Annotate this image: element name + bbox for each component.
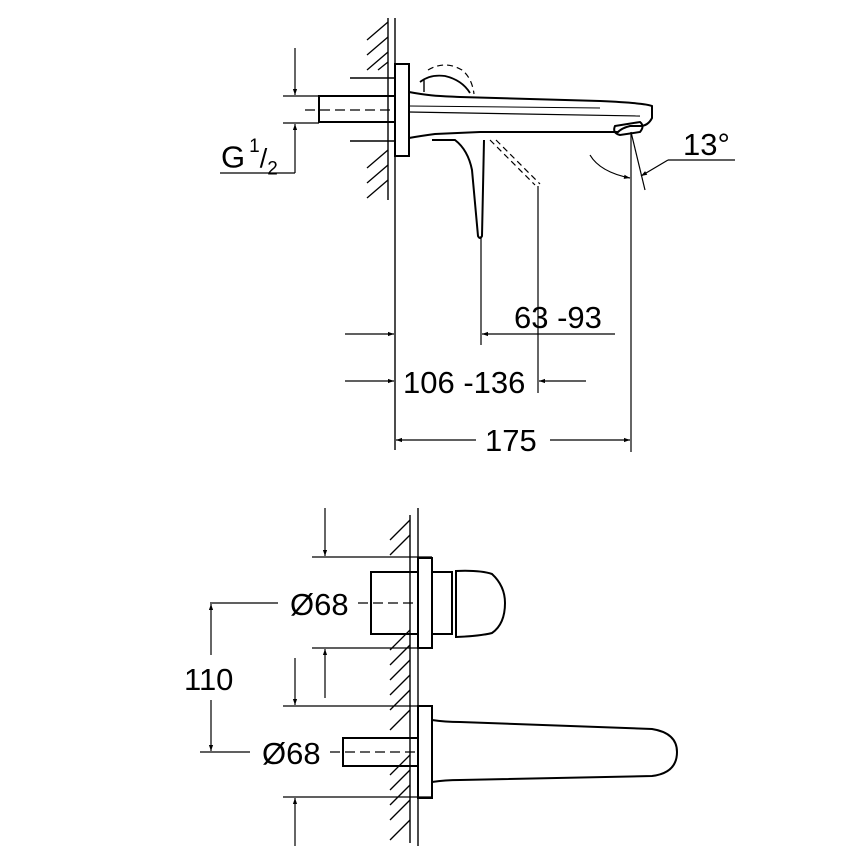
thread-slash: / xyxy=(259,143,268,174)
spout-body xyxy=(408,91,653,139)
upper-sleeve xyxy=(370,571,419,635)
wall-hatch-upper xyxy=(366,21,389,71)
upper-rosette xyxy=(417,557,433,649)
lower-rosette xyxy=(417,705,433,799)
angle-label: 13° xyxy=(683,127,730,162)
wall-hatch-front xyxy=(389,519,411,841)
handle-knob xyxy=(455,569,507,639)
spout-top-view xyxy=(431,719,679,783)
angle-ray xyxy=(630,131,646,191)
lower-pipe xyxy=(342,737,419,767)
thread-denominator: 2 xyxy=(267,158,278,180)
aerator xyxy=(613,120,644,137)
dim-lever-projection: 63 -93 xyxy=(514,300,602,335)
wall-hatch-lower xyxy=(366,149,389,199)
diameter-upper-label: Ø68 xyxy=(290,587,349,622)
dim-wall-to-lever: 106 -136 xyxy=(403,365,526,400)
lever-top xyxy=(419,74,471,94)
dim-spout-projection: 175 xyxy=(485,423,537,458)
side-view xyxy=(220,18,735,452)
thread-numerator: 1 xyxy=(249,136,260,157)
front-view xyxy=(200,508,679,846)
rosette-plate xyxy=(394,63,410,157)
thread-g: G xyxy=(221,139,246,175)
pipe-stub xyxy=(318,95,396,123)
lever-handle xyxy=(432,139,485,239)
diameter-lower-label: Ø68 xyxy=(262,736,321,771)
center-distance-label: 110 xyxy=(184,662,234,697)
